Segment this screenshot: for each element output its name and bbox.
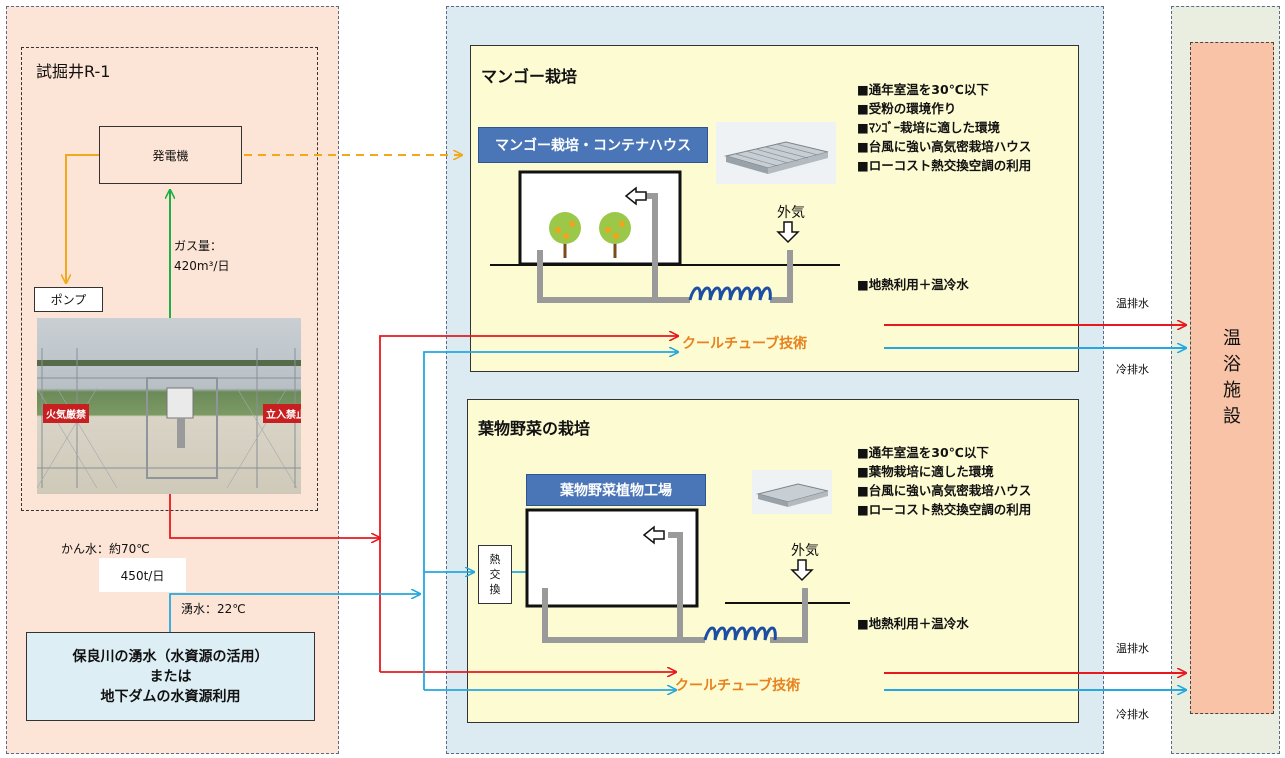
well-title: 試掘井R-1	[36, 62, 111, 81]
greenhouse-icon	[756, 483, 829, 507]
bath-char: 浴	[1223, 354, 1241, 375]
veg-title: 葉物野菜の栽培	[478, 419, 591, 438]
pump-box: ポンプ	[34, 287, 103, 312]
veg-cool-tube: クールチューブ技術	[675, 678, 801, 694]
warm-drain-label-2: 温排水	[1116, 642, 1149, 655]
heat-exchanger-char: 換	[489, 583, 501, 596]
bath-facility: 温 浴 施 設	[1190, 42, 1274, 714]
water-source-line-3: 地下ダムの水資源利用	[100, 688, 241, 705]
flow-label: 450t/日	[120, 568, 165, 583]
sign-no-entry: 立入禁止	[263, 404, 301, 423]
spring-water-label: 湧水：22℃	[181, 602, 246, 616]
veg-bullet: ■通年室温を30℃以下	[857, 445, 989, 460]
warm-drain-label-1: 温排水	[1116, 297, 1149, 310]
water-source-line-1: 保良川の湧水（水資源の活用）	[72, 648, 269, 665]
veg-outside-air: 外気	[791, 543, 819, 559]
veg-bullets: ■通年室温を30℃以下 ■葉物栽培に適した環境 ■台風に強い高気密栽培ハウス ■…	[857, 443, 1031, 519]
hot-water-label: かん水：約70℃	[61, 542, 150, 556]
cool-drain-label-1: 冷排水	[1116, 363, 1149, 376]
flow-box: 450t/日	[99, 558, 186, 592]
generator-box: 発電機	[99, 126, 242, 184]
heat-exchanger-char: 熱	[489, 553, 501, 566]
mango-title: マンゴー栽培	[481, 67, 578, 86]
mango-bullet: ■受粉の環境作り	[857, 101, 957, 116]
heat-exchanger-char: 交	[489, 568, 501, 581]
pump-label: ポンプ	[50, 293, 87, 307]
mango-bullet: ■ﾏﾝｺﾞｰ栽培に適した環境	[857, 120, 1001, 135]
water-source-box: 保良川の湧水（水資源の活用） または 地下ダムの水資源利用	[26, 632, 315, 721]
greenhouse-image-1	[716, 122, 836, 184]
sign-no-fire: 火気厳禁	[43, 404, 89, 423]
cool-drain-label-2: 冷排水	[1116, 708, 1149, 721]
bath-char: 設	[1223, 406, 1241, 427]
well-photo: 火気厳禁 立入禁止	[37, 318, 301, 494]
gas-value: 420m³/日	[174, 259, 230, 273]
veg-bullet: ■葉物栽培に適した環境	[857, 464, 994, 479]
mango-bullet: ■ローコスト熱交換空調の利用	[857, 158, 1032, 173]
heat-exchanger-box: 熱 交 換	[478, 545, 512, 604]
mango-bullet: ■台風に強い高気密栽培ハウス	[857, 139, 1032, 154]
mango-cool-tube: クールチューブ技術	[682, 336, 808, 352]
veg-rows-image	[556, 524, 636, 586]
veg-bullet: ■台風に強い高気密栽培ハウス	[857, 483, 1032, 498]
gas-label: ガス量：	[174, 239, 223, 253]
generator-label: 発電機	[152, 148, 189, 163]
greenhouse-image-2	[752, 470, 832, 514]
mango-bullets: ■通年室温を30℃以下 ■受粉の環境作り ■ﾏﾝｺﾞｰ栽培に適した環境 ■台風に…	[857, 80, 1031, 175]
mango-geo-label: ■地熱利用＋温冷水	[857, 277, 969, 292]
bath-char: 温	[1223, 328, 1241, 349]
veg-rows-icon	[556, 528, 636, 579]
veg-factory-label: 葉物野菜植物工場	[526, 474, 706, 506]
greenhouse-icon	[724, 141, 829, 174]
veg-geo-label: ■地熱利用＋温冷水	[857, 616, 969, 631]
water-source-line-2: または	[149, 668, 192, 685]
mango-outside-air: 外気	[777, 205, 805, 221]
bath-char: 施	[1223, 380, 1241, 401]
veg-bullet: ■ローコスト熱交換空調の利用	[857, 502, 1032, 517]
mango-bullet: ■通年室温を30℃以下	[857, 82, 989, 97]
mango-house-label: マンゴー栽培・コンテナハウス	[478, 127, 708, 163]
